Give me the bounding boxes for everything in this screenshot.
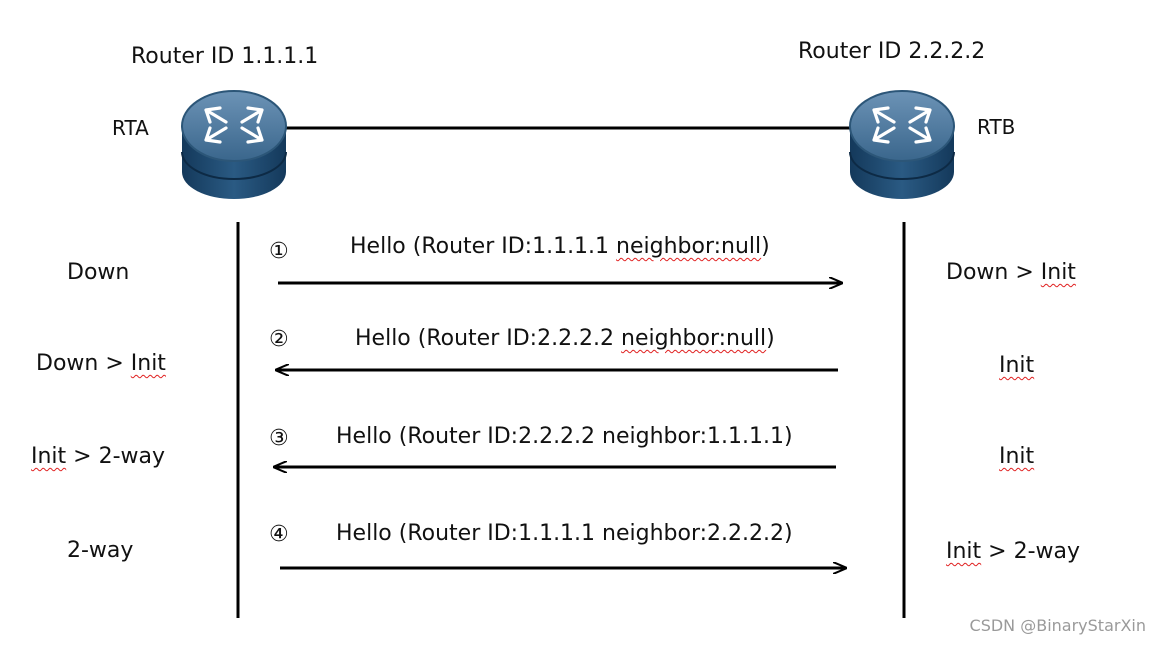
router-b-name: RTB	[977, 115, 1016, 139]
step-marker-2: ②	[269, 327, 289, 352]
watermark: CSDN @BinaryStarXin	[969, 616, 1146, 635]
message-label-3: Hello (Router ID:2.2.2.2 neighbor:1.1.1.…	[336, 424, 793, 449]
step-marker-3: ③	[269, 426, 289, 451]
router-a-name: RTA	[112, 116, 149, 140]
rtb-state-3: Init	[999, 444, 1035, 469]
step-marker-4: ④	[269, 522, 289, 547]
crossing-arrows-icon	[872, 106, 932, 144]
crossing-arrows-icon	[204, 106, 264, 144]
message-label-4: Hello (Router ID:1.1.1.1 neighbor:2.2.2.…	[336, 521, 793, 546]
rta-state-3: Init > 2-way	[31, 444, 166, 469]
message-label-2: Hello (Router ID:2.2.2.2 neighbor:null)	[355, 326, 775, 351]
rtb-state-2: Init	[999, 353, 1035, 378]
rta-state-2: Down > Init	[36, 351, 166, 376]
rta-state-4: 2-way	[67, 538, 134, 563]
step-marker-1: ①	[269, 239, 289, 264]
router-b-icon	[849, 90, 955, 199]
router-a-icon	[181, 90, 287, 199]
router-b-id-label: Router ID 2.2.2.2	[798, 39, 986, 64]
router-a-id-label: Router ID 1.1.1.1	[131, 44, 319, 69]
rtb-state-1: Down > Init	[946, 260, 1076, 285]
message-label-1: Hello (Router ID:1.1.1.1 neighbor:null)	[350, 234, 770, 259]
rtb-state-4: Init > 2-way	[946, 539, 1081, 564]
rta-state-1: Down	[67, 260, 130, 285]
